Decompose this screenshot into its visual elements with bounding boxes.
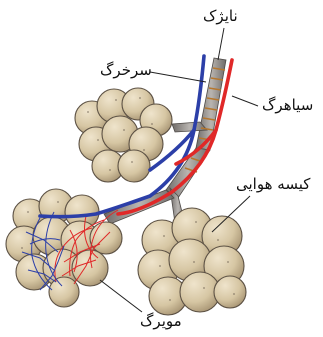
bronchiole-label: نایژک — [203, 9, 238, 24]
capillary-label: مویرگ — [140, 314, 182, 329]
alveolar-sac-upper — [75, 88, 172, 182]
alveolar-sac-lower — [138, 208, 246, 315]
leader-bronchiole — [218, 28, 224, 60]
leader-artery — [150, 72, 206, 82]
alveoli-label: کیسه هوایی — [236, 177, 310, 192]
leader-capillary — [100, 280, 142, 312]
vein-label: سیاهرگ — [262, 98, 313, 113]
alveolar-sac-left — [6, 189, 122, 307]
leader-vein — [232, 96, 258, 106]
artery-label: سرخرگ — [100, 63, 152, 78]
